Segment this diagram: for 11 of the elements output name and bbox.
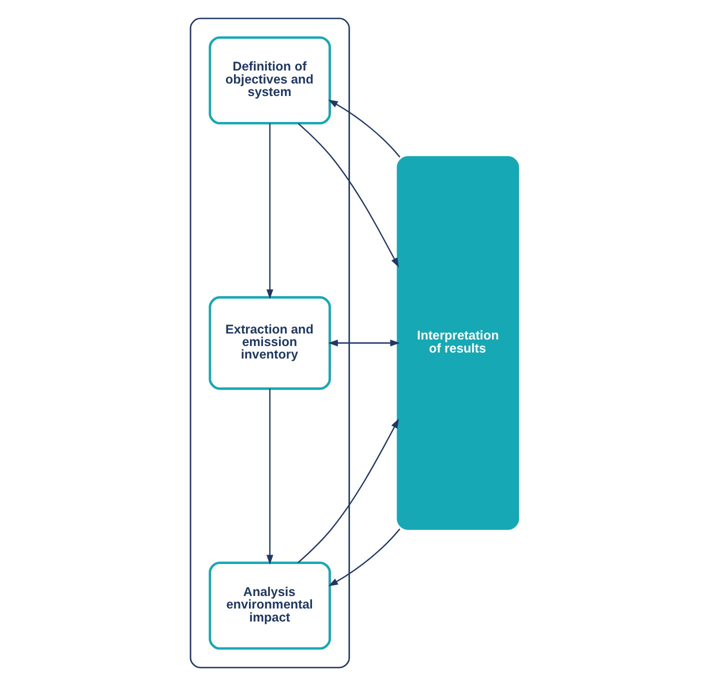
node-box: Extraction and emission inventory [208, 296, 331, 390]
arrow [328, 528, 400, 586]
arrow [298, 122, 399, 268]
node-box: Definition of objectives and system [208, 36, 331, 124]
cluster [190, 18, 350, 668]
arrow [298, 418, 399, 564]
node-box: Analysis environmental impact [208, 562, 331, 650]
arrow [266, 123, 274, 300]
arrow [328, 100, 400, 158]
node-box: Interpretation of results [396, 156, 520, 530]
arrow [266, 388, 274, 565]
